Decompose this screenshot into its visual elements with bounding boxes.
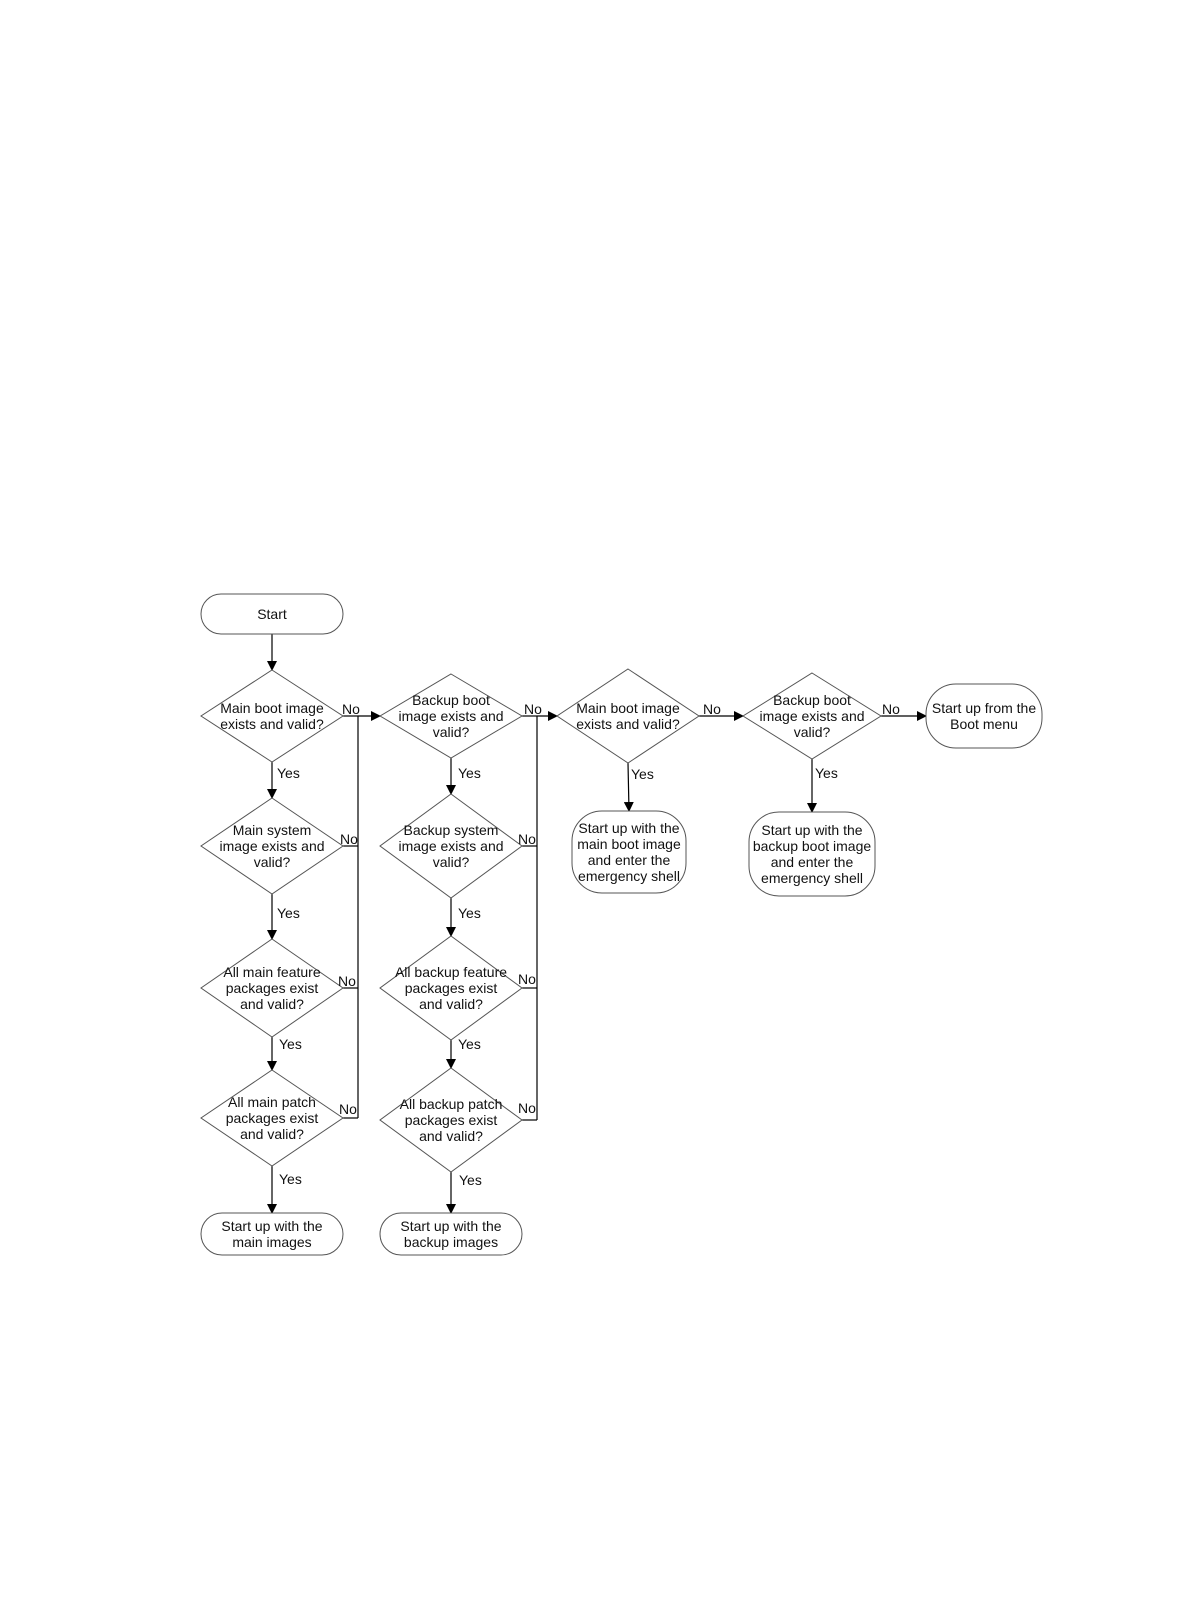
d-main-boot-2-label-line-1: Main boot image xyxy=(576,700,680,716)
d-backup-boot-decision xyxy=(379,673,523,759)
t-main-boot-shell-terminal xyxy=(571,810,687,894)
d-main-system-label-line-1: Main system xyxy=(233,822,312,838)
d-backup-boot-2-label-line-3: valid? xyxy=(794,724,831,740)
t-main-boot-shell-label-line-2: main boot image xyxy=(577,836,681,852)
d-main-boot-2-decision xyxy=(556,668,700,764)
d-main-patch-label-line-1: All main patch xyxy=(228,1094,316,1110)
yes-label-backup-boot-2: Yes xyxy=(815,765,838,781)
t-main-boot-shell-label-line-4: emergency shell xyxy=(578,868,680,884)
d-backup-feature-label-line-3: and valid? xyxy=(419,996,483,1012)
d-main-feature-label-line-3: and valid? xyxy=(240,996,304,1012)
yes-label-backup-system: Yes xyxy=(458,905,481,921)
t-main-images-label-line-2: main images xyxy=(232,1234,311,1250)
t-main-images-terminal xyxy=(200,1212,344,1256)
t-backup-images-label-line-1: Start up with the xyxy=(400,1218,501,1234)
d-backup-patch-label-line-2: packages exist xyxy=(405,1112,498,1128)
d-backup-boot-label-line-1: Backup boot xyxy=(412,692,490,708)
d-backup-boot-2-decision xyxy=(742,672,882,760)
t-main-boot-shell-label-line-3: and enter the xyxy=(588,852,671,868)
t-boot-menu-label-line-2: Boot menu xyxy=(950,716,1018,732)
d-backup-boot-label-line-2: image exists and xyxy=(398,708,503,724)
d-main-boot-2-label-line-2: exists and valid? xyxy=(576,716,680,732)
no-label-main-system: No xyxy=(340,831,358,847)
t-backup-boot-shell-label-line-4: emergency shell xyxy=(761,870,863,886)
d-backup-system-label-line-2: image exists and xyxy=(398,838,503,854)
d-backup-patch-decision xyxy=(379,1067,523,1173)
no-label-main-boot: No xyxy=(342,701,360,717)
d-main-feature-label-line-1: All main feature xyxy=(223,964,320,980)
d-main-boot-decision xyxy=(200,669,344,763)
start-label-line-1: Start xyxy=(257,606,287,622)
no-label-backup-feature: No xyxy=(518,971,536,987)
start-terminal xyxy=(200,593,344,635)
d-main-feature-decision xyxy=(200,938,344,1038)
yes-label-main-patch: Yes xyxy=(279,1171,302,1187)
no-label-main-feature: No xyxy=(338,973,356,989)
d-main-patch-label-line-3: and valid? xyxy=(240,1126,304,1142)
d-backup-boot-2-label-line-1: Backup boot xyxy=(773,692,851,708)
t-backup-boot-shell-label-line-2: backup boot image xyxy=(753,838,872,854)
d-backup-boot-2-label-line-2: image exists and xyxy=(759,708,864,724)
d-backup-boot-label-line-3: valid? xyxy=(433,724,470,740)
t-backup-images-label-line-2: backup images xyxy=(404,1234,498,1250)
t-backup-boot-shell-label-line-1: Start up with the xyxy=(761,822,862,838)
d-main-feature-label-line-2: packages exist xyxy=(226,980,319,996)
d-main-system-label-line-2: image exists and xyxy=(219,838,324,854)
yes-label-backup-feature: Yes xyxy=(458,1036,481,1052)
d-main-system-label-line-3: valid? xyxy=(254,854,291,870)
t-main-images-label-line-1: Start up with the xyxy=(221,1218,322,1234)
d-backup-system-decision xyxy=(379,793,523,899)
t-backup-boot-shell-terminal xyxy=(748,811,876,897)
yes-label-backup-boot: Yes xyxy=(458,765,481,781)
no-label-main-patch: No xyxy=(339,1101,357,1117)
no-label-backup-system: No xyxy=(518,831,536,847)
t-boot-menu-label-line-1: Start up from the xyxy=(932,700,1036,716)
t-backup-boot-shell-label-line-3: and enter the xyxy=(771,854,854,870)
no-label-backup-boot: No xyxy=(524,701,542,717)
t-main-boot-shell-label-line-1: Start up with the xyxy=(578,820,679,836)
no-label-backup-boot-2: No xyxy=(882,701,900,717)
d-main-patch-label-line-2: packages exist xyxy=(226,1110,319,1126)
yes-label-main-system: Yes xyxy=(277,905,300,921)
d-backup-patch-label-line-1: All backup patch xyxy=(400,1096,503,1112)
d-main-boot-label-line-2: exists and valid? xyxy=(220,716,324,732)
d-backup-patch-label-line-3: and valid? xyxy=(419,1128,483,1144)
edge-main-boot-2-yes xyxy=(623,762,634,812)
yes-label-backup-patch: Yes xyxy=(459,1172,482,1188)
t-boot-menu-terminal xyxy=(925,683,1043,749)
d-backup-system-label-line-1: Backup system xyxy=(404,822,499,838)
d-backup-feature-label-line-1: All backup feature xyxy=(395,964,507,980)
yes-label-main-boot: Yes xyxy=(277,765,300,781)
d-backup-feature-label-line-2: packages exist xyxy=(405,980,498,996)
t-backup-images-terminal xyxy=(379,1212,523,1256)
yes-label-main-boot-2: Yes xyxy=(631,766,654,782)
d-main-system-decision xyxy=(200,797,344,895)
yes-label-main-feature: Yes xyxy=(279,1036,302,1052)
d-main-patch-decision xyxy=(200,1069,344,1167)
no-label-backup-patch: No xyxy=(518,1100,536,1116)
no-label-main-boot-2: No xyxy=(703,701,721,717)
d-backup-feature-decision xyxy=(379,935,523,1041)
d-backup-system-label-line-3: valid? xyxy=(433,854,470,870)
d-main-boot-label-line-1: Main boot image xyxy=(220,700,324,716)
